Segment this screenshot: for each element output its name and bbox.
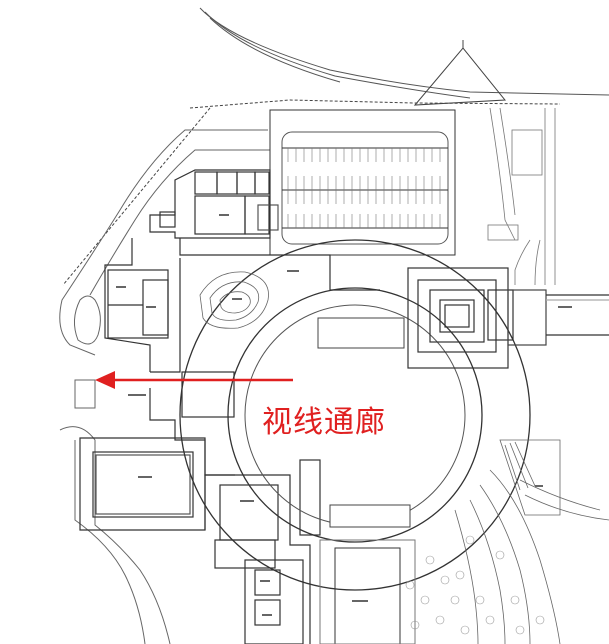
east-garden: [487, 107, 556, 286]
southeast-terrace: [454, 439, 609, 644]
tree-marker: [515, 625, 525, 635]
sightline-corridor-label: 视线通廊: [262, 405, 386, 440]
south-block: [319, 539, 416, 644]
parking-stalls: [287, 148, 441, 228]
tree-marker: [535, 615, 545, 625]
central-ring: [179, 239, 531, 591]
tree-markers: [405, 535, 545, 635]
tree-marker: [440, 575, 450, 585]
tree-marker: [475, 595, 485, 605]
tree-marker: [510, 595, 520, 605]
tree-marker: [495, 550, 505, 560]
tree-marker: [405, 580, 415, 590]
tree-marker: [460, 625, 470, 635]
tree-marker: [485, 615, 495, 625]
tree-marker: [450, 595, 460, 605]
tree-marker: [435, 615, 445, 625]
tree-marker: [455, 570, 465, 580]
tree-marker: [465, 535, 475, 545]
tree-marker: [425, 555, 435, 565]
tree-marker: [420, 595, 430, 605]
site-boundary: [62, 99, 561, 286]
garden-patch: [199, 271, 269, 329]
parking-lot: [269, 109, 456, 256]
top-road: [199, 7, 609, 106]
room-labels: [116, 214, 572, 616]
left-arrow-icon: [95, 371, 293, 389]
east-pavilion: [407, 267, 609, 369]
